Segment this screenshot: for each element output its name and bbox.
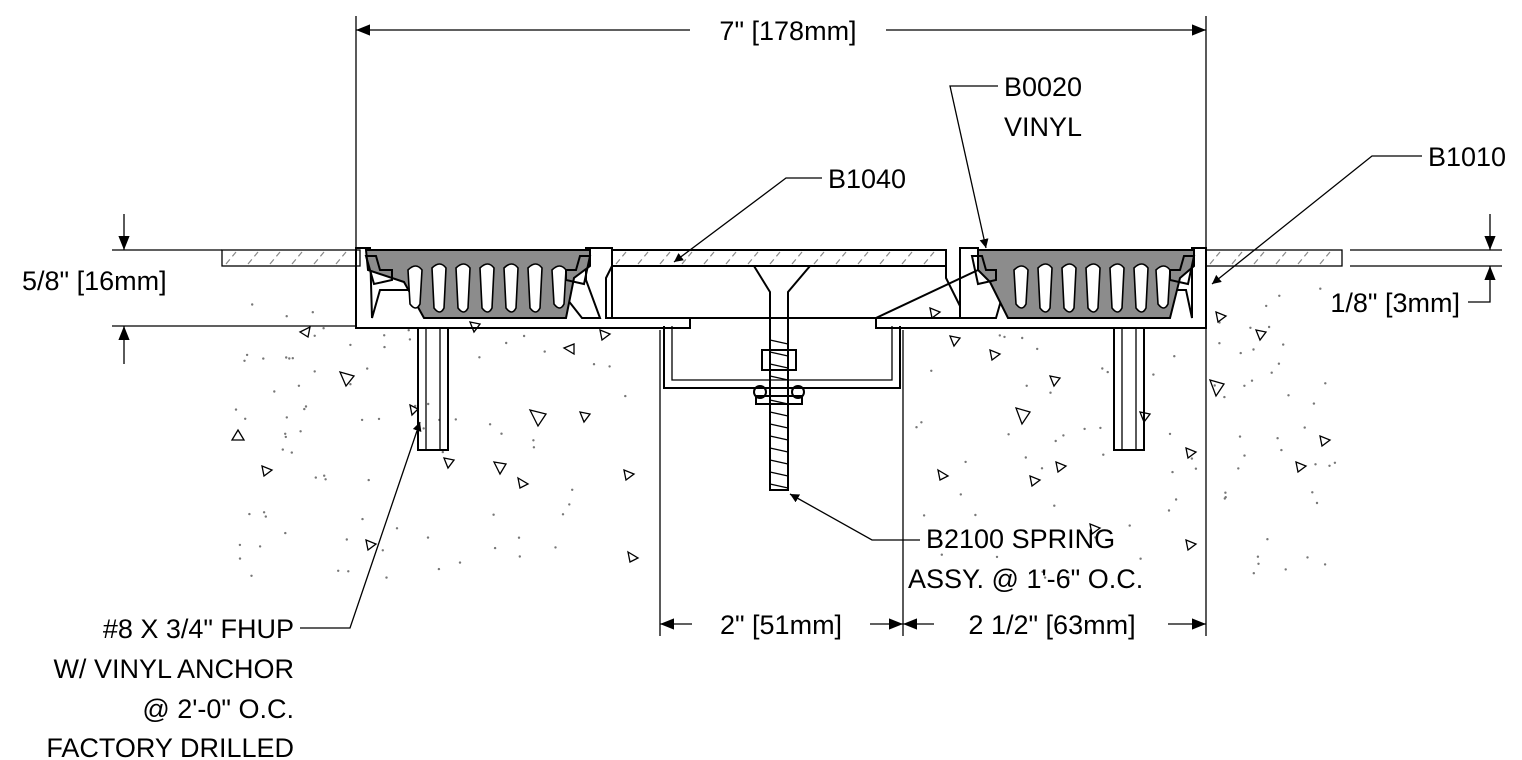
vinyl-anchor-right xyxy=(1113,327,1145,451)
callout-screw-line3: @ 2'-0" O.C. xyxy=(142,694,294,724)
callout-b1010-label: B1010 xyxy=(1428,142,1506,172)
dimension-gap-width-label: 2" [51mm] xyxy=(720,610,842,640)
callout-vinyl-label: VINYL xyxy=(1004,112,1082,142)
callout-b1040-label: B1040 xyxy=(828,164,906,194)
floor-finish-right xyxy=(1205,249,1343,267)
spring-assembly xyxy=(663,265,901,491)
dimension-right-width-label: 2 1/2" [63mm] xyxy=(968,610,1135,640)
callout-b1040: B1040 xyxy=(673,164,906,263)
vinyl-anchor-left xyxy=(417,327,449,451)
vinyl-gasket-right xyxy=(970,249,1196,319)
frame-left xyxy=(355,247,961,329)
callout-b1010: B1010 xyxy=(1211,142,1506,285)
dimension-right-width: 2 1/2" [63mm] xyxy=(903,610,1206,640)
concrete-aggregate-triangles xyxy=(230,302,1332,563)
dimension-gap-width: 2" [51mm] xyxy=(659,328,1207,640)
dimension-depth-left-label: 5/8" [16mm] xyxy=(22,266,167,296)
dimension-overall-width: 7" [178mm] xyxy=(355,16,1207,248)
vinyl-gasket-left xyxy=(364,249,592,319)
callout-b0020-label: B0020 xyxy=(1004,72,1082,102)
callout-screw-line4: FACTORY DRILLED xyxy=(46,733,294,760)
callout-spring-line1: B2100 SPRING xyxy=(926,524,1115,554)
dimension-cover-thickness: 1/8" [3mm] xyxy=(1330,214,1502,318)
callout-b2100-spring: B2100 SPRING ASSY. @ 1'-6" O.C. xyxy=(789,493,1143,594)
dimension-overall-width-label: 7" [178mm] xyxy=(719,16,856,46)
dimension-cover-thickness-label: 1/8" [3mm] xyxy=(1330,288,1460,318)
concrete-aggregate-specks xyxy=(234,287,1337,579)
floor-finish-left xyxy=(221,249,361,267)
concrete-substrate xyxy=(230,287,1337,580)
callout-spring-line2: ASSY. @ 1'-6" O.C. xyxy=(908,564,1143,594)
callout-b0020-vinyl: B0020 VINYL xyxy=(949,72,1082,249)
dimension-depth-left: 5/8" [16mm] xyxy=(22,214,356,364)
callout-screw-line2: W/ VINYL ANCHOR xyxy=(53,654,294,684)
cover-plate-b1040 xyxy=(611,249,947,267)
callout-screw-anchor: #8 X 3/4" FHUP W/ VINYL ANCHOR @ 2'-0" O… xyxy=(46,421,422,760)
callout-screw-line1: #8 X 3/4" FHUP xyxy=(103,614,294,644)
